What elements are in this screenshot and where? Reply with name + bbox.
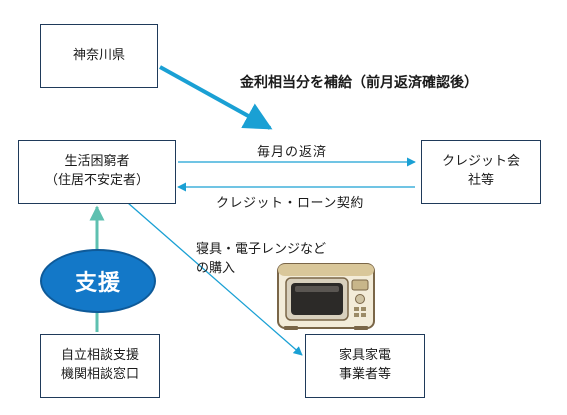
node-credit-line1: クレジット会 [441,154,520,170]
subsidy-label: 金利相当分を補給（前月返済確認後） [240,75,478,91]
repayment-label: 毎月の返済 [257,145,328,160]
node-furniture: 家具家電 事業者等 [305,334,425,398]
purchase-label-line1: 寝具・電子レンジなど [196,242,327,257]
node-credit-line2: 社等 [467,173,494,188]
node-needy-line2: （住居不安定者） [44,173,149,188]
node-kanagawa: 神奈川県 [40,24,158,88]
microwave-illustration [277,263,375,330]
node-furniture-line1: 家具家電 [338,348,391,364]
node-consult: 自立相談支援 機関相談窓口 [40,334,160,398]
node-credit: クレジット会 社等 [421,140,541,204]
node-kanagawa-label: 神奈川県 [72,47,125,63]
node-furniture-line2: 事業者等 [338,367,391,382]
node-consult-line2: 機関相談窓口 [60,367,139,382]
node-needy: 生活困窮者 （住居不安定者） [18,140,176,204]
subsidy-arrow [159,65,273,130]
support-badge: 支援 [40,249,156,313]
node-consult-line1: 自立相談支援 [60,348,139,364]
purchase-arrow [127,202,303,356]
contract-label: クレジット・ローン契約 [216,196,364,211]
node-needy-line1: 生活困窮者 [64,154,130,170]
purchase-label-line2: の購入 [196,261,236,276]
support-badge-label: 支援 [74,271,121,296]
